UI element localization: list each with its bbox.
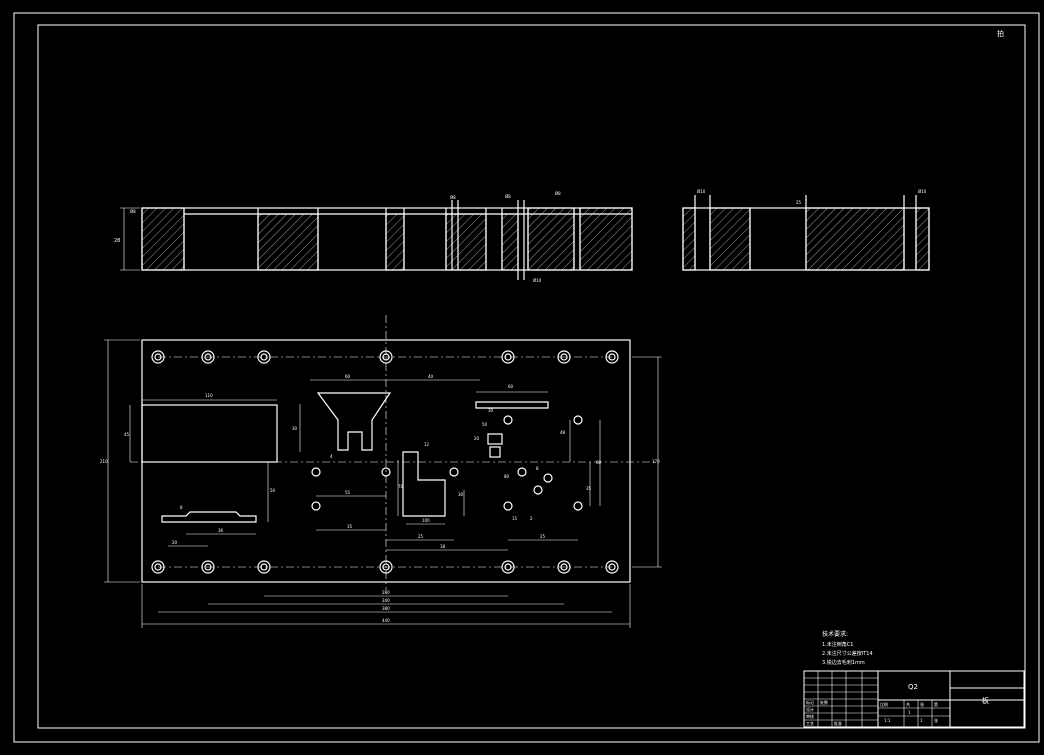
dim-b1: 20 bbox=[172, 540, 178, 545]
dim-cup-h: 30 bbox=[292, 426, 298, 431]
tb-cell-3: 设计 bbox=[806, 706, 814, 712]
front-dim-hole-3: Ø8 bbox=[555, 191, 561, 196]
tb-cell-11: 张 bbox=[934, 717, 938, 723]
tb-cell-7: 比例 bbox=[880, 701, 888, 707]
corner-mark: 拍 bbox=[997, 29, 1004, 38]
dim-mid5: 100 bbox=[422, 518, 430, 523]
tb-cell-8: 共 bbox=[906, 701, 910, 707]
dim-right-height: 170 bbox=[652, 459, 660, 464]
dim-l5: 8 bbox=[536, 466, 539, 471]
dim-mid7: 70 bbox=[398, 484, 404, 489]
outer-border bbox=[13, 12, 1040, 743]
dim-mid6: 50 bbox=[270, 488, 276, 493]
dim-mid2: 35 bbox=[347, 524, 353, 529]
dim-b3: 8 bbox=[180, 505, 183, 510]
side-dim-2: 25 bbox=[796, 200, 802, 205]
tb-part-name: 板 bbox=[982, 696, 989, 705]
front-dim-hole-5: Ø8 bbox=[130, 209, 136, 214]
dim-mid1: 55 bbox=[345, 490, 351, 495]
dim-rect-w: 110 bbox=[205, 393, 213, 398]
tb-cell-9: 张 bbox=[920, 701, 924, 707]
tb-cell-2: 处数 bbox=[820, 699, 828, 705]
dim-r5: 60 bbox=[596, 460, 602, 465]
dim-w3: 280 bbox=[382, 590, 390, 595]
front-dim-hole-2: Ø8 bbox=[505, 194, 511, 199]
plan-holes bbox=[151, 350, 619, 574]
dim-l1: 50 bbox=[482, 422, 488, 427]
side-dim-1: Ø10 bbox=[697, 189, 706, 194]
dim-mid9: 4 bbox=[330, 454, 333, 459]
dim-total-width: 440 bbox=[382, 618, 390, 623]
tb-cell-6: 批准 bbox=[834, 720, 842, 726]
dim-mid8: 12 bbox=[424, 442, 430, 447]
front-dim-height: 28 bbox=[114, 238, 120, 244]
dim-mid10: 30 bbox=[458, 492, 464, 497]
tb-cell-10: 第 bbox=[934, 701, 938, 707]
notes-title: 技术要求: bbox=[822, 630, 848, 638]
front-dim-hole-1: Ø8 bbox=[450, 195, 456, 200]
notes-item-3: 3.锐边去毛刺1mm bbox=[822, 659, 865, 666]
inner-border bbox=[37, 24, 1026, 729]
side-section-view bbox=[682, 195, 930, 271]
dim-r1: 60 bbox=[508, 384, 514, 389]
front-dim-hole-4: Ø10 bbox=[533, 278, 542, 283]
dim-l3: 35 bbox=[586, 486, 592, 491]
dim-l6: 80 bbox=[504, 474, 510, 479]
dim-r3: 25 bbox=[540, 534, 546, 539]
dim-rect-h: 45 bbox=[124, 432, 130, 437]
side-dim-3: Ø10 bbox=[918, 189, 927, 194]
tb-cell-4: 审核 bbox=[806, 713, 814, 719]
dim-cup-w: 60 bbox=[345, 374, 351, 379]
dim-b2: 36 bbox=[218, 528, 224, 533]
tb-sheet: 1 bbox=[908, 710, 911, 715]
dim-r4: 15 bbox=[512, 516, 518, 521]
notes-item-1: 1.未注倒角C1 bbox=[822, 641, 853, 648]
tb-cell-5: 工艺 bbox=[806, 721, 814, 726]
dim-w2: 340 bbox=[382, 598, 390, 603]
dim-mid3: 25 bbox=[418, 534, 424, 539]
tb-material: Q2 bbox=[908, 683, 918, 691]
tb-cell-12: 1 bbox=[920, 718, 923, 723]
dim-l4: 2 bbox=[530, 516, 533, 521]
tb-scale: 1:1 bbox=[884, 718, 891, 723]
dim-w1: 380 bbox=[382, 606, 390, 611]
tb-cell-1: 标记 bbox=[806, 699, 814, 705]
title-block bbox=[803, 670, 1025, 728]
dim-r6: 48 bbox=[560, 430, 566, 435]
dim-slot-w: 40 bbox=[428, 374, 434, 379]
dim-left-height: 210 bbox=[100, 459, 108, 464]
dim-r2: 30 bbox=[488, 408, 494, 413]
front-section-view bbox=[120, 200, 633, 280]
plan-view bbox=[104, 315, 662, 628]
dim-mid4: 18 bbox=[440, 544, 446, 549]
notes-item-2: 2.未注尺寸公差按IT14 bbox=[822, 650, 873, 657]
dim-l2: 20 bbox=[474, 436, 480, 441]
